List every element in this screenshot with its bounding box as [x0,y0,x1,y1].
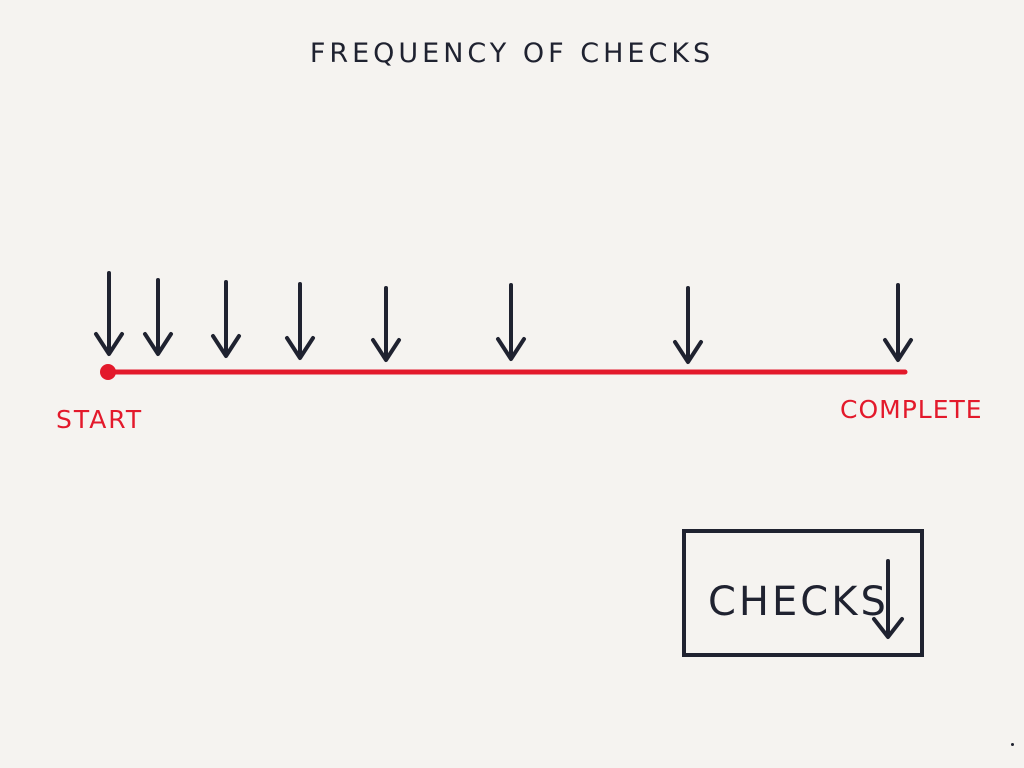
diagram-title: FREQUENCY OF CHECKS [309,38,715,69]
legend-box: CHECKS [682,529,924,657]
stray-dot [1011,743,1014,746]
check-arrow-5 [371,286,401,362]
start-label: START [56,405,144,434]
check-arrow-8 [883,283,913,362]
check-arrow-7 [673,286,703,364]
legend-label: CHECKS [708,579,889,625]
check-arrow-2 [143,278,173,356]
check-arrow-3 [211,280,241,358]
down-arrow-icon [872,559,904,639]
check-arrow-4 [285,282,315,360]
complete-label: COMPLETE [840,395,983,424]
check-arrow-1 [94,271,124,356]
check-arrows [94,271,913,364]
check-arrow-6 [496,283,526,361]
start-dot [100,364,116,380]
